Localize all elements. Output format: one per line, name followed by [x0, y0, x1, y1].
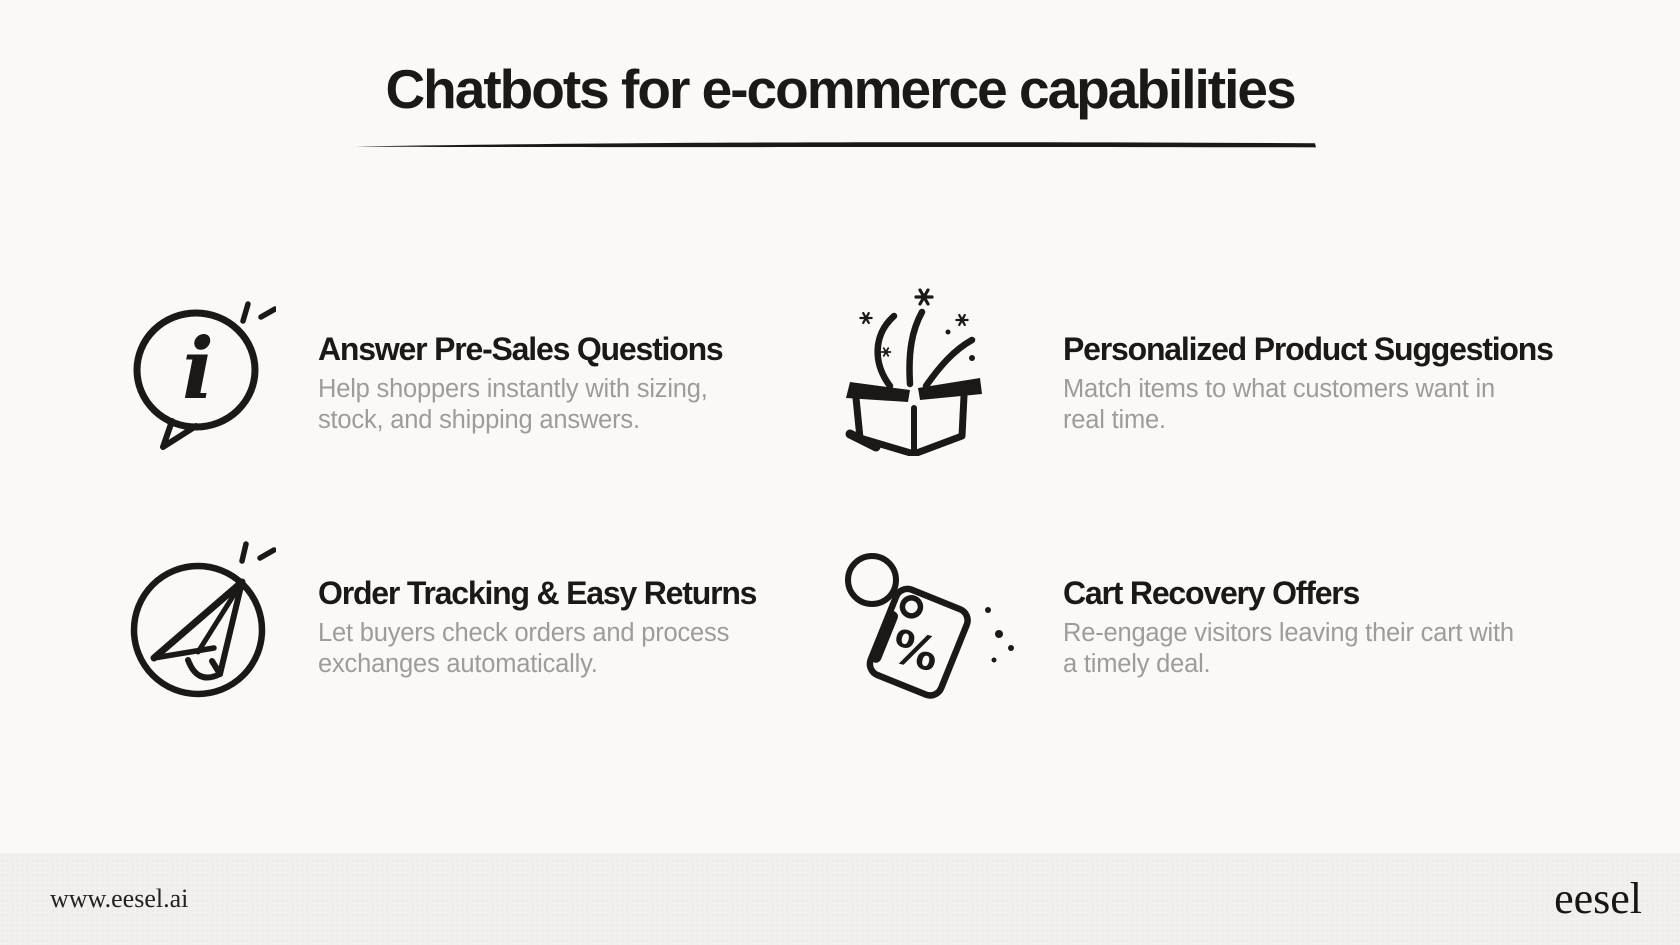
- description-line: exchanges automatically.: [318, 650, 598, 678]
- info-speech-bubble-icon: i: [124, 290, 276, 450]
- feature-cart-recovery-offers: Cart Recovery Offers Re-engage visitors …: [1063, 574, 1563, 680]
- description-line: real time.: [1063, 406, 1166, 434]
- feature-personalized-product-suggestions: Personalized Product Suggestions Match i…: [1063, 330, 1563, 436]
- title-underline: [355, 142, 1316, 148]
- brand-logo: eesel: [1554, 874, 1642, 923]
- page-title: Chatbots for e-commerce capabilities: [385, 58, 1296, 120]
- feature-description: Re-engage visitors leaving their cart wi…: [1063, 618, 1563, 680]
- feature-order-tracking-easy-returns: Order Tracking & Easy Returns Let buyers…: [318, 574, 788, 680]
- website-url: www.eesel.ai: [50, 884, 189, 913]
- description-line: Re-engage visitors leaving their cart wi…: [1063, 619, 1514, 647]
- description-line: Match items to what customers want in: [1063, 375, 1495, 403]
- description-line: Let buyers check orders and process: [318, 619, 730, 647]
- feature-title: Personalized Product Suggestions: [1063, 331, 1554, 367]
- footer: www.eesel.ai eesel: [0, 853, 1680, 945]
- feature-description: Let buyers check orders and process excha…: [318, 618, 788, 680]
- feature-description: Help shoppers instantly with sizing, stoc…: [318, 374, 788, 436]
- paper-plane-circle-icon: [124, 534, 276, 702]
- description-line: stock, and shipping answers.: [318, 406, 640, 434]
- discount-tag-icon: %: [818, 540, 1018, 710]
- feature-description: Match items to what customers want in rea…: [1063, 374, 1563, 436]
- open-box-sparks-icon: [830, 286, 990, 456]
- feature-answer-pre-sales-questions: Answer Pre-Sales Questions Help shoppers…: [318, 330, 788, 436]
- feature-title: Cart Recovery Offers: [1063, 575, 1360, 611]
- description-line: a timely deal.: [1063, 650, 1211, 678]
- feature-title: Order Tracking & Easy Returns: [318, 575, 757, 611]
- description-line: Help shoppers instantly with sizing,: [318, 375, 708, 403]
- svg-text:i: i: [182, 319, 214, 418]
- svg-text:%: %: [886, 619, 944, 683]
- feature-title: Answer Pre-Sales Questions: [318, 331, 724, 367]
